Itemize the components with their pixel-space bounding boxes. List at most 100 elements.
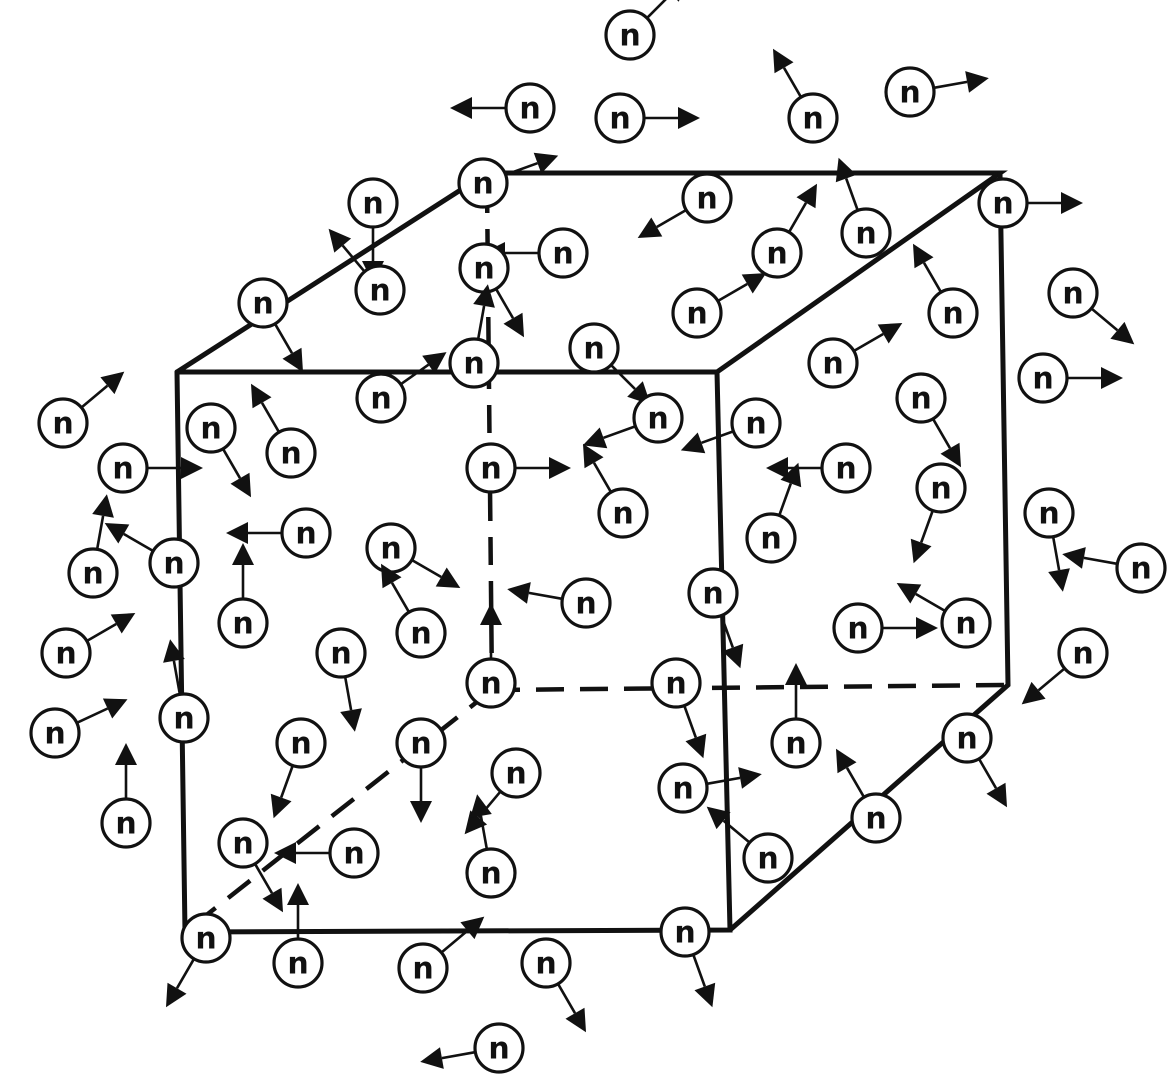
neutron-label: n — [44, 717, 65, 752]
velocity-arrow-shaft — [82, 386, 107, 407]
neutron-label: n — [287, 947, 308, 982]
neutron: n — [459, 153, 558, 207]
velocity-arrow-head — [1061, 192, 1083, 214]
velocity-arrow-head — [232, 543, 254, 565]
velocity-arrow-head — [638, 218, 663, 239]
neutron-label: n — [942, 297, 963, 332]
velocity-arrow-head — [263, 888, 284, 913]
velocity-arrow-shaft — [1039, 669, 1064, 690]
neutron-label: n — [583, 332, 604, 367]
velocity-arrow-shaft — [345, 678, 351, 711]
cube-hidden-edge-depth — [185, 690, 492, 932]
neutron: n — [367, 524, 460, 588]
neutron: n — [166, 914, 230, 1007]
neutron-layer: n n n n n n n n n n n n n n n n n n n n n n n n n n n n n n n n n n n n n n n n… — [31, 0, 1165, 1072]
neutron-label: n — [480, 667, 501, 702]
neutron-label: n — [112, 452, 133, 487]
velocity-arrow-head — [504, 313, 525, 338]
neutron: n — [465, 749, 540, 834]
neutron: n — [1022, 629, 1107, 704]
velocity-arrow-shaft — [980, 760, 997, 789]
velocity-arrow-head — [460, 917, 484, 940]
neutron-label: n — [82, 557, 103, 592]
neutron-label: n — [535, 947, 556, 982]
velocity-arrow-head — [410, 801, 432, 823]
velocity-arrow-head — [111, 613, 136, 634]
velocity-arrow-shaft — [921, 512, 932, 543]
velocity-arrow-shaft — [846, 179, 857, 210]
neutron-label: n — [672, 772, 693, 807]
velocity-arrow-shaft — [604, 427, 635, 438]
velocity-arrow-shaft — [1053, 538, 1059, 571]
velocity-arrow-head — [283, 348, 304, 373]
neutron: n — [420, 1024, 523, 1072]
neutron: n — [357, 352, 447, 422]
neutron-label: n — [686, 297, 707, 332]
velocity-arrow-shaft — [442, 1052, 475, 1058]
velocity-arrow-head — [251, 384, 272, 409]
neutron: n — [681, 399, 780, 453]
neutron: n — [913, 244, 977, 337]
neutron: n — [834, 604, 938, 652]
velocity-arrow-head — [1022, 682, 1046, 705]
velocity-arrow-shaft — [224, 450, 241, 479]
neutron-label: n — [115, 807, 136, 842]
neutron: n — [753, 184, 817, 277]
velocity-arrow-shaft — [916, 594, 945, 611]
neutron-label: n — [956, 722, 977, 757]
neutron-label: n — [195, 922, 216, 957]
neutron-label: n — [847, 612, 868, 647]
neutron: n — [606, 0, 687, 59]
velocity-arrow-shaft — [497, 290, 514, 319]
neutron-label: n — [955, 607, 976, 642]
neutron-label: n — [519, 92, 540, 127]
neutron: n — [1062, 544, 1165, 592]
neutron: n — [1019, 354, 1123, 402]
neutron-label: n — [55, 637, 76, 672]
velocity-arrow-head — [115, 743, 137, 765]
neutron-label: n — [473, 252, 494, 287]
neutron: n — [897, 583, 990, 647]
neutron: n — [661, 908, 715, 1007]
neutron: n — [467, 603, 515, 707]
velocity-arrow-shaft — [685, 707, 696, 738]
velocity-arrow-shaft — [694, 956, 705, 987]
velocity-arrow-shaft — [790, 203, 807, 232]
neutron: n — [583, 444, 647, 537]
neutron-label: n — [232, 827, 253, 862]
neutron-label: n — [232, 607, 253, 642]
neutron: n — [460, 244, 524, 337]
velocity-arrow-head — [92, 494, 114, 518]
neutron: n — [450, 284, 498, 387]
neutron-label: n — [480, 452, 501, 487]
neutron-label: n — [674, 916, 695, 951]
neutron: n — [897, 374, 961, 467]
neutron-label: n — [280, 437, 301, 472]
neutron-label: n — [1062, 277, 1083, 312]
velocity-arrow-head — [166, 983, 187, 1008]
velocity-arrow-head — [916, 617, 938, 639]
neutron-label: n — [52, 407, 73, 442]
velocity-arrow-head — [766, 457, 788, 479]
velocity-arrow-shaft — [559, 985, 576, 1014]
velocity-arrow-shaft — [648, 0, 671, 17]
neutron-label: n — [609, 102, 630, 137]
neutron-label: n — [696, 182, 717, 217]
velocity-arrow-head — [773, 49, 794, 74]
neutron: n — [979, 179, 1083, 227]
cube-hidden-edge-bottom-back — [492, 685, 1008, 690]
neutron-label: n — [930, 472, 951, 507]
neutron-label: n — [899, 76, 920, 111]
velocity-arrow-head — [836, 749, 857, 774]
velocity-arrow-shaft — [97, 516, 103, 549]
velocity-arrow-shaft — [612, 366, 635, 389]
neutron: n — [522, 939, 586, 1032]
velocity-arrow-shaft — [413, 561, 442, 578]
neutron-label: n — [200, 412, 221, 447]
neutron: n — [251, 384, 315, 477]
neutron-label: n — [480, 857, 501, 892]
neutron-label: n — [822, 347, 843, 382]
velocity-arrow-shaft — [281, 767, 292, 798]
velocity-arrow-head — [678, 107, 700, 129]
neutron: n — [652, 659, 706, 758]
